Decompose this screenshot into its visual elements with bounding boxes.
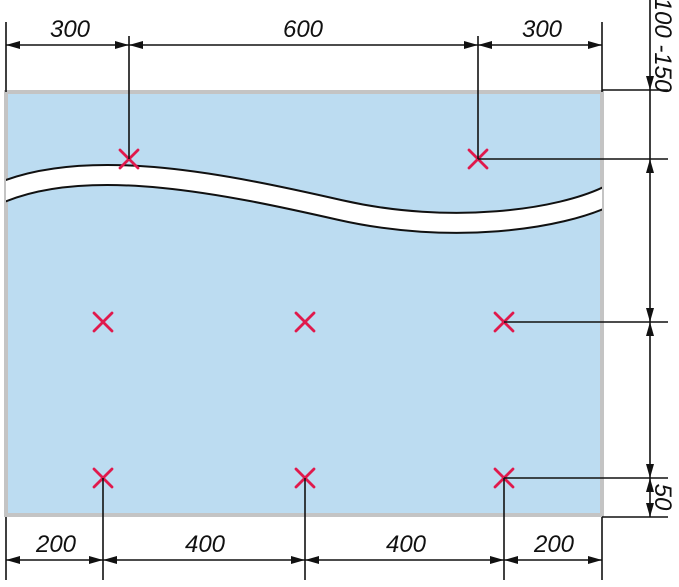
right-dimension-chain: 100 -150 50 xyxy=(478,0,676,518)
cross-mark-icon xyxy=(294,311,316,333)
bottom-dimension-chain: 200 400 400 200 xyxy=(5,478,603,580)
dim-right-top: 100 -150 xyxy=(649,0,676,93)
dim-right-bottom: 50 xyxy=(649,484,676,511)
dim-bottom-3: 400 xyxy=(386,531,427,558)
dim-bottom-2: 400 xyxy=(185,531,226,558)
cross-mark-icon xyxy=(92,311,114,333)
dim-top-2: 600 xyxy=(283,16,324,43)
dim-bottom-4: 200 xyxy=(533,531,575,558)
panel-board xyxy=(4,90,604,517)
dim-bottom-1: 200 xyxy=(35,531,77,558)
top-dimension-chain: 300 600 300 xyxy=(5,16,603,159)
dim-top-3: 300 xyxy=(522,16,563,43)
dim-top-1: 300 xyxy=(50,16,91,43)
break-line xyxy=(6,164,602,234)
